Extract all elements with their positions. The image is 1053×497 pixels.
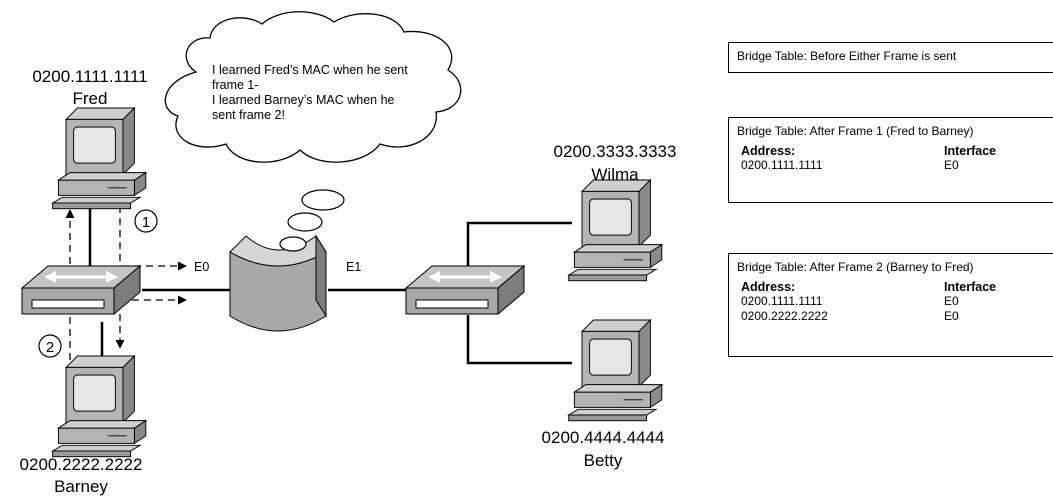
right-hub-icon (404, 264, 526, 316)
left-hub-icon (20, 264, 142, 316)
table-row: 0200.2222.2222 E0 (729, 309, 1053, 324)
address-cell: 0200.1111.1111 (741, 158, 823, 172)
table-row: 0200.1111.1111 E0 (729, 294, 1053, 309)
bridge-table-after-frame-1: Bridge Table: After Frame 1 (Fred to Bar… (728, 117, 1053, 203)
fred-mac-label: 0200.1111.1111 (32, 67, 147, 86)
barney-name-label: Barney (54, 477, 108, 496)
betty-name-label: Betty (584, 451, 623, 470)
bridge-table-title: Bridge Table: After Frame 1 (Fred to Bar… (737, 124, 974, 138)
address-cell: 0200.2222.2222 (741, 309, 828, 323)
betty-mac-label: 0200.4444.4444 (542, 428, 665, 447)
frame2-callout-circle (38, 334, 62, 358)
interface-column-header: Interface (944, 144, 997, 158)
betty-pc-icon (568, 319, 663, 422)
interface-cell: E0 (944, 294, 959, 308)
interface-column-header: Interface (944, 280, 997, 294)
bridge-table-title: Bridge Table: Before Either Frame is sen… (737, 49, 957, 63)
barney-mac-label: 0200.2222.2222 (20, 455, 143, 474)
frame2-callout-number: 2 (46, 339, 54, 356)
thought-cloud (164, 11, 462, 252)
wilma-name-label: Wilma (591, 165, 639, 184)
fred-pc-icon (52, 107, 147, 210)
interface-cell: E0 (944, 309, 959, 323)
bridge-table-after-frame-2: Bridge Table: After Frame 2 (Barney to F… (728, 253, 1053, 357)
barney-pc-icon (52, 355, 147, 458)
address-column-header: Address: (741, 144, 796, 158)
interface-cell: E0 (944, 158, 959, 172)
bridge-e1-label: E1 (346, 260, 361, 274)
frame1-callout-number: 1 (142, 214, 150, 231)
thought-line: I learned Fred’s MAC when he sent (212, 63, 408, 77)
wilma-mac-label: 0200.3333.3333 (554, 142, 677, 161)
thought-text: I learned Fred’s MAC when he sent frame … (212, 63, 411, 122)
thought-line: frame 1- (212, 78, 259, 92)
bridge-icon (229, 234, 327, 332)
bridge-table-title: Bridge Table: After Frame 2 (Barney to F… (737, 260, 974, 274)
link-hub-wilma (466, 221, 572, 268)
bridge-e0-label: E0 (194, 260, 209, 274)
thought-line: sent frame 2! (212, 108, 285, 122)
fred-name-label: Fred (73, 89, 108, 108)
bridge-table-before: Bridge Table: Before Either Frame is sen… (728, 42, 1053, 73)
table-row: 0200.1111.1111 E0 (729, 158, 1053, 173)
frame1-callout-circle (134, 209, 158, 233)
address-column-header: Address: (741, 280, 796, 294)
address-cell: 0200.1111.1111 (741, 294, 823, 308)
thought-line: I learned Barney’s MAC when he (212, 93, 395, 107)
link-hub-betty (466, 315, 572, 365)
wilma-pc-icon (568, 179, 663, 282)
